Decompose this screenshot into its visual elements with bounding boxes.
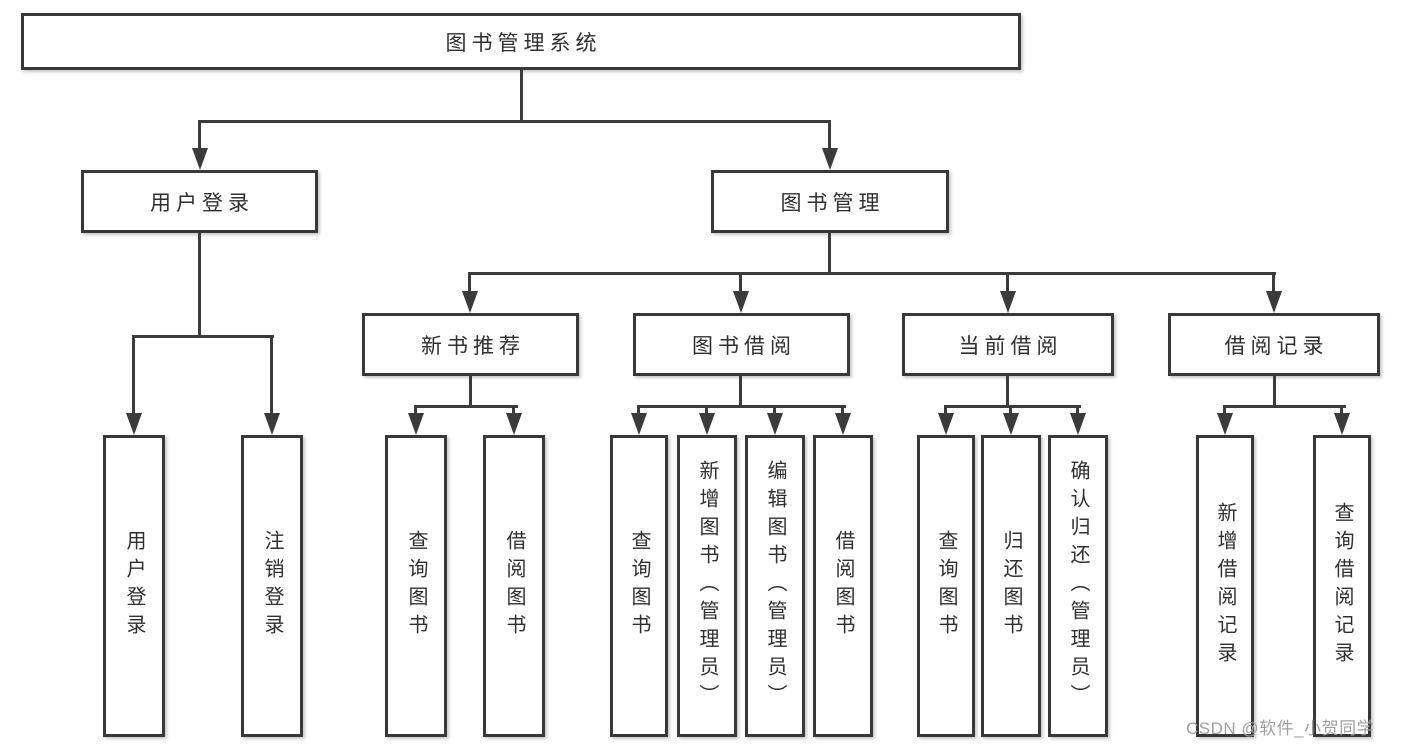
leaf-label: 用户登录 xyxy=(123,530,145,642)
leaf-label: 查询图书 xyxy=(628,530,650,642)
connector-borrowing-drop xyxy=(841,405,844,416)
arrow-down-icon xyxy=(408,413,424,435)
leaf-confirm-return-admin: 确认归还（管理员） xyxy=(1048,435,1108,737)
connector-recommend-drop xyxy=(512,405,515,416)
leaf-user-login: 用户登录 xyxy=(103,435,165,737)
connector-root-drop-right xyxy=(828,123,831,152)
leaf-query-borrow-record: 查询借阅记录 xyxy=(1313,435,1371,737)
arrow-down-icon xyxy=(264,413,280,435)
leaf-query-books-borrowing: 查询图书 xyxy=(610,435,668,737)
connector-borrowing-bar xyxy=(637,405,846,408)
connector-records-bar xyxy=(1223,405,1346,408)
connector-recommend-bar xyxy=(414,405,518,408)
node-book-management: 图书管理 xyxy=(711,170,949,233)
connector-current-bar xyxy=(944,405,1081,408)
connector-userlogin-bar xyxy=(132,335,274,338)
connector-bookmgmt-drop xyxy=(739,275,742,293)
connector-records-drop xyxy=(1340,405,1343,416)
node-user-login: 用户登录 xyxy=(81,170,318,233)
arrow-down-icon xyxy=(126,413,142,435)
leaf-return-books: 归还图书 xyxy=(981,435,1041,737)
leaf-add-book-admin: 新增图书（管理员） xyxy=(677,435,737,737)
arrow-down-icon xyxy=(631,413,647,435)
connector-borrowing-drop xyxy=(637,405,640,416)
arrow-down-icon xyxy=(938,413,954,435)
leaf-edit-book-admin: 编辑图书（管理员） xyxy=(745,435,805,737)
leaf-label: 借阅图书 xyxy=(503,530,525,642)
connector-recommend-drop xyxy=(414,405,417,416)
arrow-down-icon xyxy=(1000,291,1016,313)
leaf-label: 查询借阅记录 xyxy=(1331,502,1353,670)
arrow-down-icon xyxy=(699,413,715,435)
leaf-borrow-books-borrowing: 借阅图书 xyxy=(813,435,873,737)
node-new-book-recommendation: 新书推荐 xyxy=(362,313,579,376)
arrow-down-icon xyxy=(1334,413,1350,435)
connector-records-stem xyxy=(1273,376,1276,405)
arrow-down-icon xyxy=(767,413,783,435)
connector-recommend-stem xyxy=(469,376,472,405)
connector-userlogin-drop xyxy=(132,338,135,416)
node-borrowing-records: 借阅记录 xyxy=(1168,313,1380,376)
node-book-borrowing: 图书借阅 xyxy=(633,313,850,376)
leaf-query-books-current: 查询图书 xyxy=(917,435,975,737)
arrow-down-icon xyxy=(192,148,208,170)
leaf-label: 编辑图书（管理员） xyxy=(764,460,786,712)
node-library-system: 图书管理系统 xyxy=(21,13,1021,70)
arrow-down-icon xyxy=(462,291,478,313)
connector-bookmgmt-drop xyxy=(1006,275,1009,293)
connector-current-drop xyxy=(944,405,947,416)
arrow-down-icon xyxy=(1070,413,1086,435)
leaf-borrow-books-recommend: 借阅图书 xyxy=(483,435,545,737)
leaf-label: 查询图书 xyxy=(935,530,957,642)
arrow-down-icon xyxy=(822,148,838,170)
leaf-label: 确认归还（管理员） xyxy=(1067,460,1089,712)
arrow-down-icon xyxy=(1266,291,1282,313)
node-current-borrowing: 当前借阅 xyxy=(902,313,1114,376)
leaf-label: 查询图书 xyxy=(405,530,427,642)
connector-current-drop xyxy=(1076,405,1079,416)
connector-root-stem xyxy=(520,70,523,120)
leaf-label: 归还图书 xyxy=(1000,530,1022,642)
leaf-label: 新增借阅记录 xyxy=(1214,502,1236,670)
leaf-label: 新增图书（管理员） xyxy=(696,460,718,712)
arrow-down-icon xyxy=(835,413,851,435)
connector-bookmgmt-stem xyxy=(828,233,831,272)
arrow-down-icon xyxy=(733,291,749,313)
connector-bookmgmt-drop xyxy=(468,275,471,293)
leaf-logout: 注销登录 xyxy=(241,435,303,737)
arrow-down-icon xyxy=(1217,413,1233,435)
connector-root-bar xyxy=(198,120,831,123)
connector-borrowing-drop xyxy=(773,405,776,416)
leaf-query-books-recommend: 查询图书 xyxy=(385,435,447,737)
connector-bookmgmt-bar xyxy=(468,272,1276,275)
connector-records-drop xyxy=(1223,405,1226,416)
arrow-down-icon xyxy=(506,413,522,435)
leaf-add-borrow-record: 新增借阅记录 xyxy=(1196,435,1254,737)
connector-bookmgmt-drop xyxy=(1272,275,1275,293)
connector-borrowing-drop xyxy=(705,405,708,416)
connector-borrowing-stem xyxy=(739,376,742,405)
arrow-down-icon xyxy=(1003,413,1019,435)
connector-root-drop-left xyxy=(198,123,201,152)
connector-userlogin-drop xyxy=(270,338,273,416)
leaf-label: 注销登录 xyxy=(261,530,283,642)
csdn-watermark: CSDN @软件_小贺同学 xyxy=(1186,719,1375,738)
connector-userlogin-stem xyxy=(198,233,201,335)
leaf-label: 借阅图书 xyxy=(832,530,854,642)
connector-current-drop xyxy=(1009,405,1012,416)
connector-current-stem xyxy=(1006,376,1009,405)
